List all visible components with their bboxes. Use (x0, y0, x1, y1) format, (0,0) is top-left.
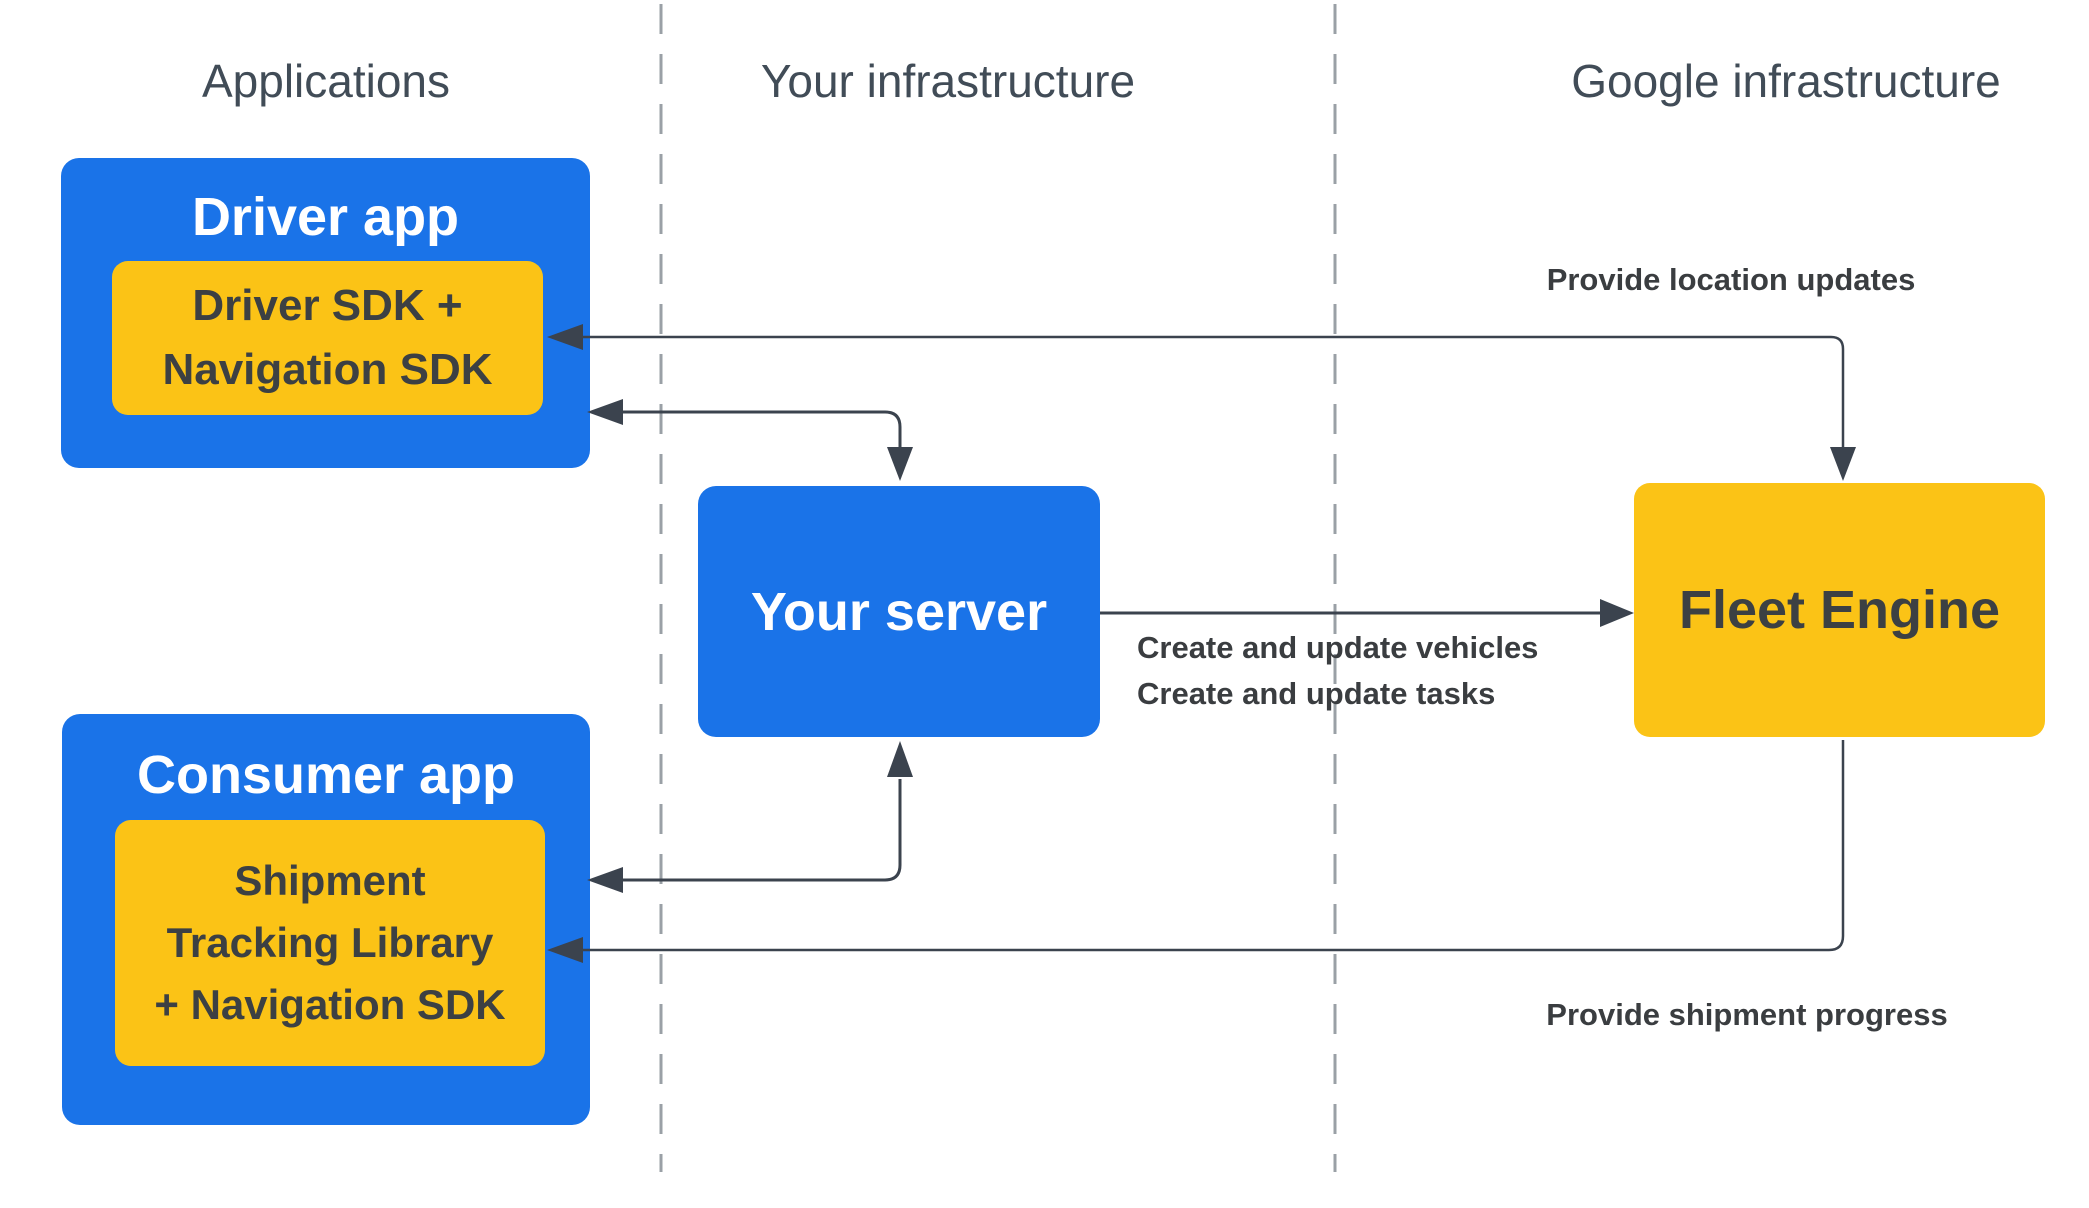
arrowhead-into-driver-app (587, 399, 623, 425)
driver-sdk-box: Driver SDK + Navigation SDK (112, 261, 543, 415)
fleet-engine-node: Fleet Engine (1634, 483, 2045, 737)
arrowhead-into-fleet-engine-top (1830, 447, 1856, 481)
your-server-node: Your server (698, 486, 1100, 737)
label-provide-location-updates: Provide location updates (1546, 262, 1916, 297)
driver-sdk-line2: Navigation SDK (162, 345, 493, 394)
arrowhead-into-your-server-bottom (887, 741, 913, 777)
edge-provide-shipment-progress (581, 740, 1845, 952)
column-header-your-infrastructure: Your infrastructure (760, 55, 1136, 107)
consumer-app-title: Consumer app (136, 745, 516, 805)
edge-provide-location-updates (581, 335, 1845, 447)
consumer-app-node: Consumer app Shipment Tracking Library +… (62, 714, 590, 1125)
shipment-tracking-box: Shipment Tracking Library + Navigation S… (115, 820, 545, 1066)
label-provide-shipment-progress: Provide shipment progress (1546, 997, 1948, 1032)
column-header-applications: Applications (201, 55, 451, 107)
column-header-google-infrastructure: Google infrastructure (1571, 55, 2001, 107)
shipment-tracking-line2: Tracking Library (166, 919, 494, 966)
your-server-title: Your server (750, 581, 1048, 642)
driver-sdk-line1: Driver SDK + (192, 281, 463, 330)
edge-consumer-app-your-server (623, 779, 902, 882)
arrowhead-into-your-server-top (887, 447, 913, 481)
driver-app-node: Driver app Driver SDK + Navigation SDK (61, 158, 590, 468)
shipment-tracking-line1: Shipment (234, 857, 426, 904)
label-create-and-update-tasks: Create and update tasks (1137, 676, 1496, 711)
edge-driver-app-your-server (623, 410, 902, 447)
driver-app-title: Driver app (191, 187, 460, 247)
arrowhead-into-fleet-engine-left (1600, 599, 1634, 627)
fleet-engine-title: Fleet Engine (1678, 580, 2001, 640)
label-create-and-update-vehicles: Create and update vehicles (1137, 630, 1539, 665)
shipment-tracking-line3: + Navigation SDK (154, 981, 506, 1028)
arrowhead-into-consumer-app (587, 867, 623, 893)
